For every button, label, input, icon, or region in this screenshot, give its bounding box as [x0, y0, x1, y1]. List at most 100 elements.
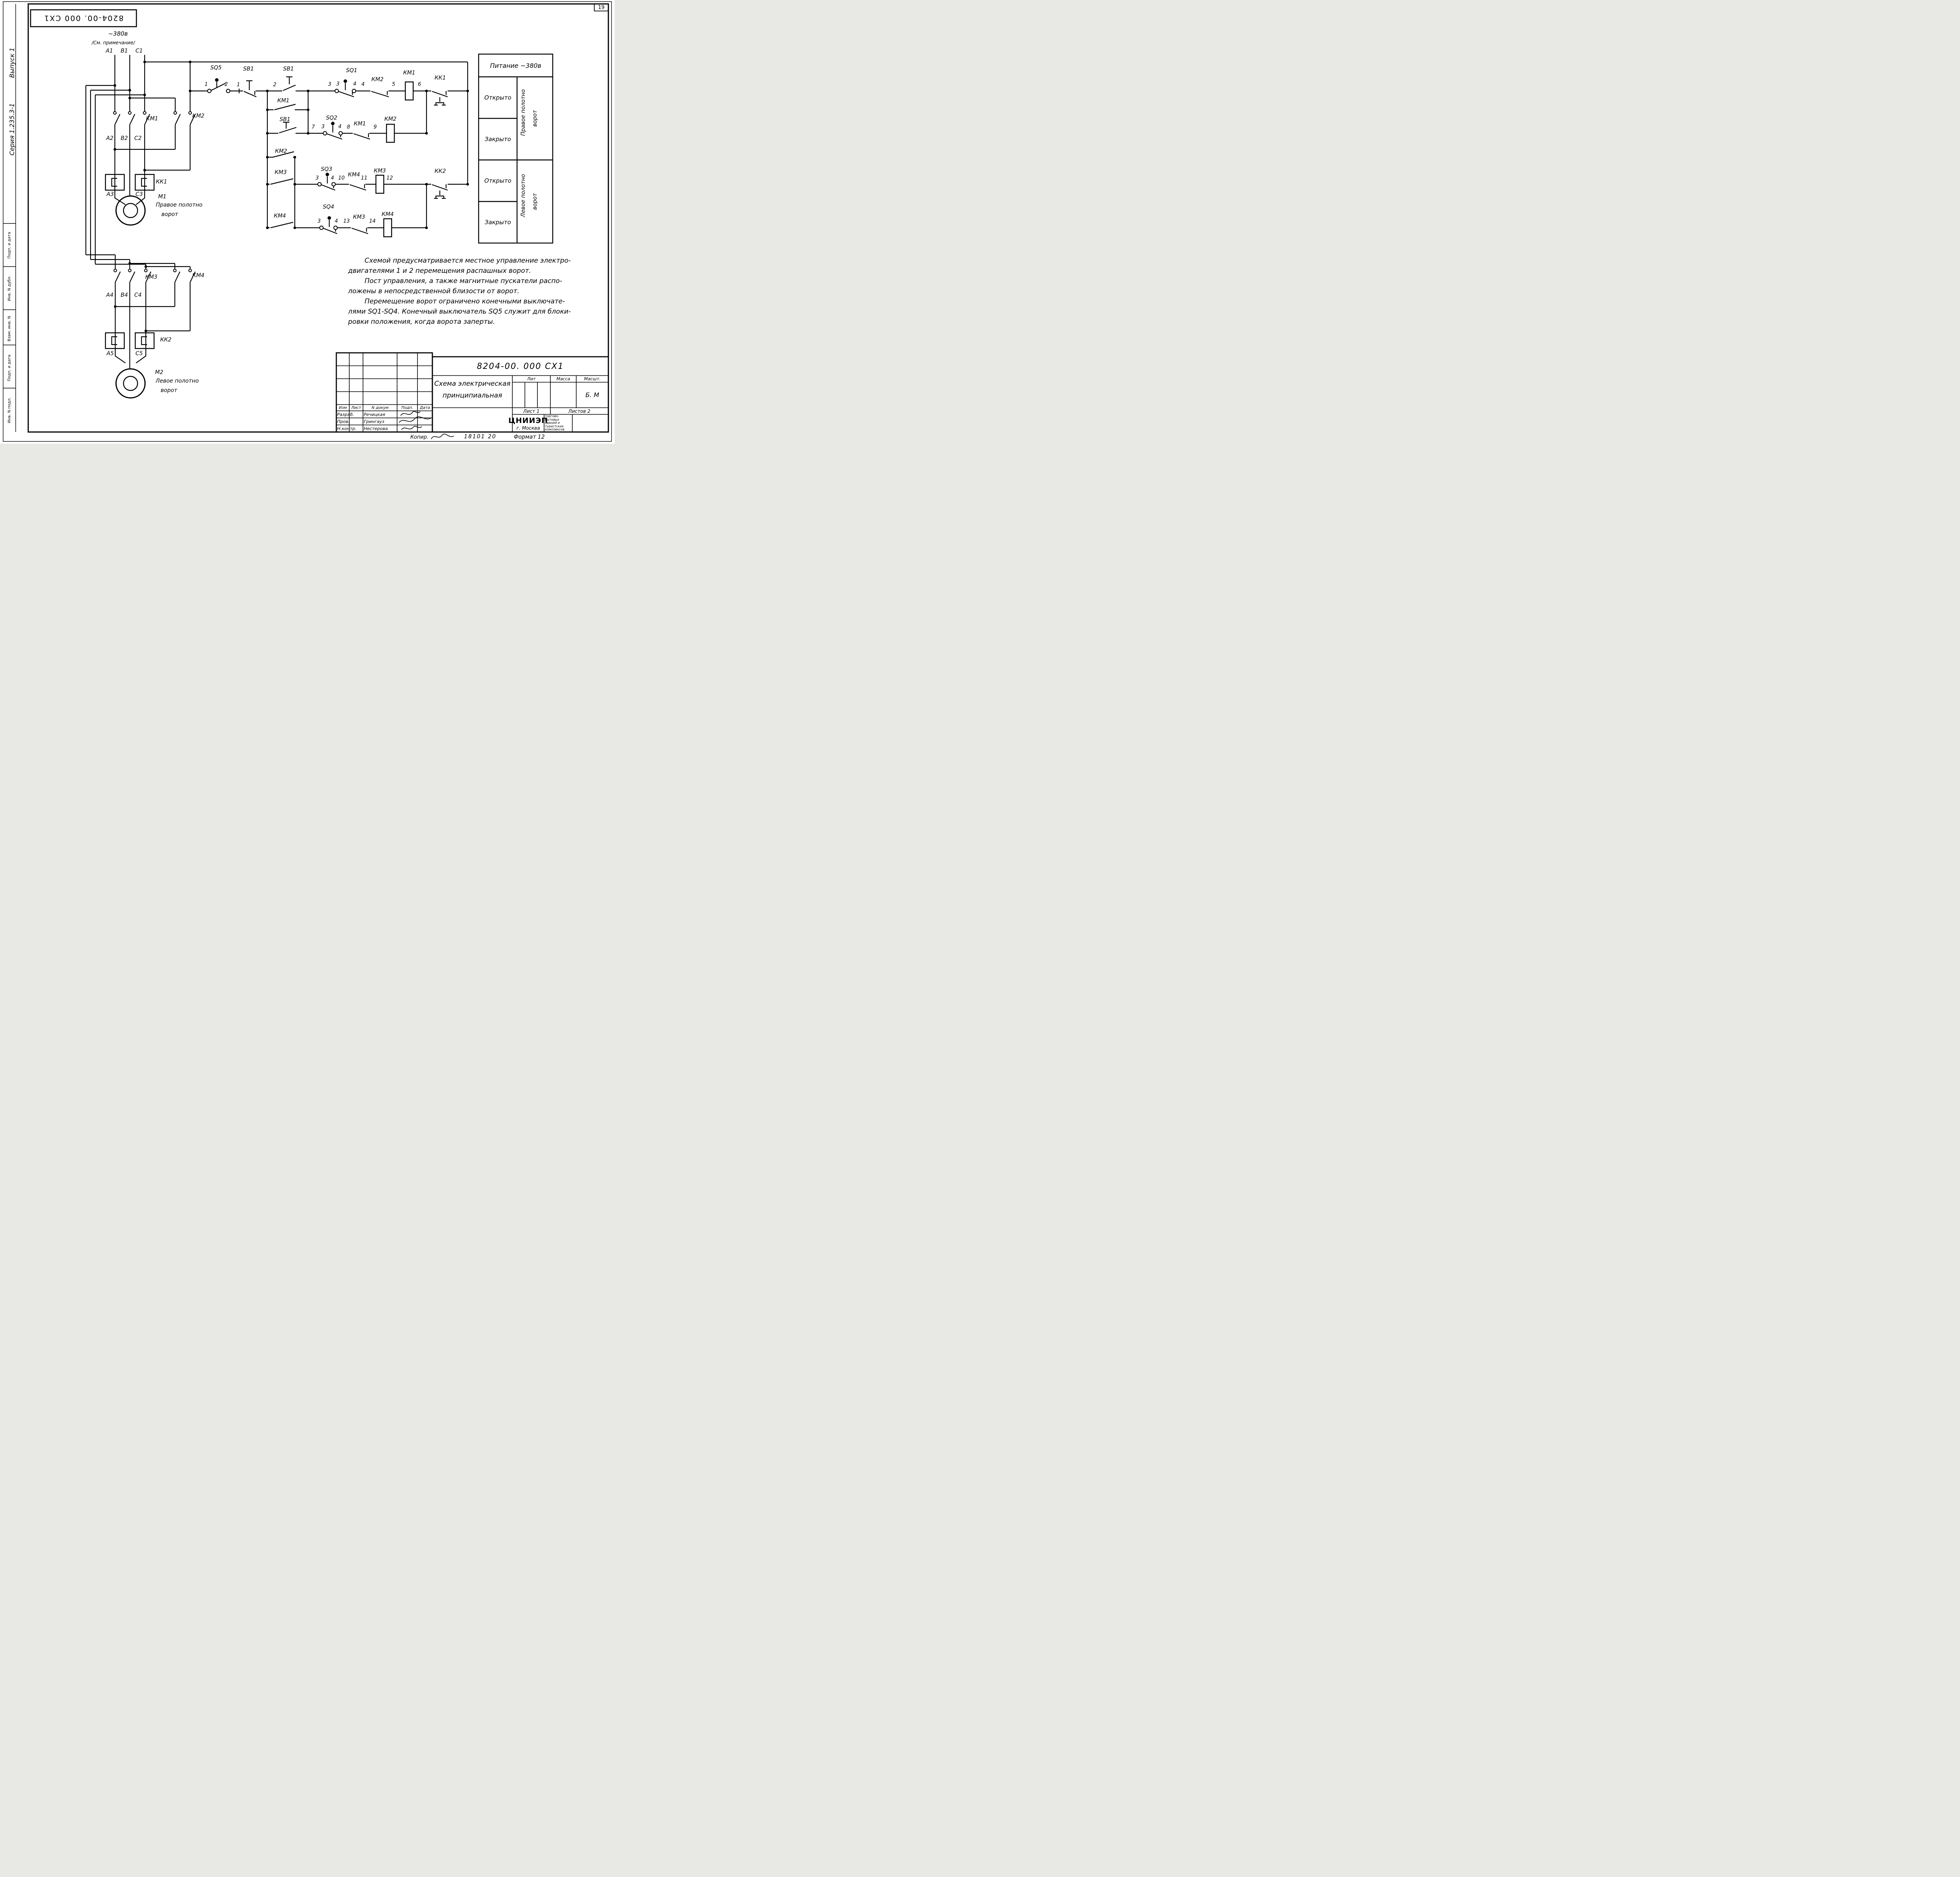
contact-symbols — [111, 76, 448, 345]
schematic-label: КК2 — [160, 337, 172, 343]
text-line: Перемещение ворот ограничено конечными в… — [365, 298, 565, 305]
schematic-label: 3 — [321, 124, 325, 130]
description-paragraph: Схемой предусматривается местное управле… — [348, 256, 610, 327]
schematic-label: 6 — [418, 82, 421, 87]
schematic-label: КК2 — [435, 168, 446, 174]
format-label: Формат 12 — [514, 434, 545, 440]
schematic-label: М1 — [158, 194, 167, 200]
schematic-label: SQ4 — [323, 204, 334, 210]
schematic-label: А5 — [106, 350, 114, 357]
role-nkontr: Н.контр. — [337, 426, 357, 431]
schematic-label: КМ4 — [348, 172, 360, 178]
masht-header: Масшт. — [584, 376, 601, 381]
schematic-label: А4 — [106, 292, 113, 298]
schematic-label: С5 — [136, 350, 143, 357]
schematic-label: А3 — [106, 191, 114, 198]
limit-switch-balls — [215, 78, 347, 220]
km3-selfhold-contact — [270, 178, 294, 185]
margin-label-2: Инв. N дубл. — [7, 275, 12, 301]
schematic-label: В1 — [121, 48, 128, 54]
rev-data: Дата — [420, 405, 430, 410]
legend-closed-left: Закрыто — [485, 219, 511, 226]
signatures — [399, 411, 454, 439]
schematic-label: 1 — [205, 82, 208, 87]
text-line: ровки положения, когда ворота заперты. — [348, 318, 495, 326]
margin-label-1: Подп. и дата — [7, 232, 12, 259]
text-line: торгово- — [545, 414, 559, 418]
schematic-label: КМ4 — [192, 272, 205, 279]
schematic-label: С3 — [136, 191, 143, 198]
schematic-label: ворот — [162, 211, 178, 218]
schematic-canvas: ~380в/См. примечание/А1В1С1SQ5121SB12SB1… — [3, 1, 612, 442]
legend-header: Питание ~380в — [490, 62, 541, 69]
legend-table-grid — [478, 53, 554, 244]
title-block-grid — [336, 352, 609, 433]
legend-left-gate-2: ворот — [532, 193, 538, 210]
schematic-label: ворот — [161, 387, 178, 394]
masht-value: Б. М — [585, 391, 599, 399]
km3-nc-contact — [351, 227, 368, 234]
sb1-row2-contact — [279, 122, 297, 134]
margin-series: Серия 1.235.3-1 — [8, 103, 16, 156]
schematic-label: А2 — [106, 135, 114, 142]
contactor-coils — [375, 81, 414, 238]
motors — [115, 195, 146, 399]
schematic-label: 3 — [318, 218, 321, 224]
legend-closed-right: Закрыто — [485, 136, 511, 143]
text-line: бытовых — [545, 418, 559, 421]
legend-right-gate-2: ворот — [532, 110, 538, 127]
schematic-label: КМ1 — [354, 121, 366, 127]
kk2-heater-a — [105, 332, 125, 349]
schematic-label: В4 — [121, 292, 128, 298]
schematic-label: В2 — [121, 135, 128, 142]
sheet-number: Лист 1 — [523, 408, 540, 414]
page-number-box — [594, 4, 608, 11]
legend-open-right: Открыто — [484, 94, 512, 101]
motor-m1 — [115, 195, 146, 226]
schematic-label: С4 — [134, 292, 142, 298]
km1-selfhold-contact — [274, 103, 296, 111]
schematic-label: 8 — [347, 124, 350, 130]
schematic-label: 4 — [361, 82, 365, 87]
schematic-label: КК1 — [156, 179, 167, 185]
schematic-label: 1 — [237, 82, 240, 88]
schematic-label: КМ1 — [146, 116, 158, 122]
copy-number: 18101 20 — [464, 434, 497, 440]
rev-izm: Изм — [339, 405, 347, 410]
junction-dots — [113, 60, 469, 332]
massa-header: Масса — [556, 376, 570, 381]
schematic-label: КМ2 — [385, 116, 397, 122]
schematic-label: А1 — [105, 48, 113, 54]
rev-podp: Подп. — [401, 405, 414, 410]
schematic-label: 3 — [316, 175, 319, 181]
legend-left-gate-1: Левое полотно — [520, 174, 526, 218]
km4-selfhold-contact — [270, 221, 294, 229]
km4-nc-contact — [349, 184, 367, 191]
schematic-label: КМ4 — [274, 213, 286, 219]
schematic-label: КМ1 — [403, 70, 416, 76]
sb1-start-contact — [283, 76, 296, 91]
margin-label-5: Инв. N подл. — [7, 397, 12, 423]
schematic-label: 4 — [335, 218, 338, 224]
role-prov: Пров. — [337, 419, 350, 424]
km1-power-contacts — [114, 114, 150, 125]
text-line: лями SQ1-SQ4. Конечный выключатель SQ5 с… — [348, 308, 571, 316]
text-line: зданий и — [545, 421, 560, 425]
km2-power-contacts — [175, 114, 196, 125]
doc-number: 8204-00. 000 СХ1 — [477, 361, 564, 371]
schematic-label: 9 — [374, 124, 377, 130]
schematic-label: SQ2 — [326, 115, 338, 121]
contact-gaps — [114, 90, 448, 281]
corner-stamp-text: 8204-00. 000 СХ1 — [43, 14, 124, 23]
schematic-label: КМ4 — [382, 211, 394, 218]
lit-header: Лит — [527, 376, 536, 381]
kk2-heater-c — [134, 332, 155, 349]
schematic-label: 13 — [343, 218, 350, 224]
margin-dividers — [3, 4, 16, 432]
note-label: /См. примечание/ — [91, 40, 136, 45]
sq5-contact — [211, 82, 226, 91]
page-number: 19 — [598, 4, 605, 11]
schematic-label: КМ3 — [353, 214, 365, 220]
km4-power-contacts — [174, 271, 196, 283]
